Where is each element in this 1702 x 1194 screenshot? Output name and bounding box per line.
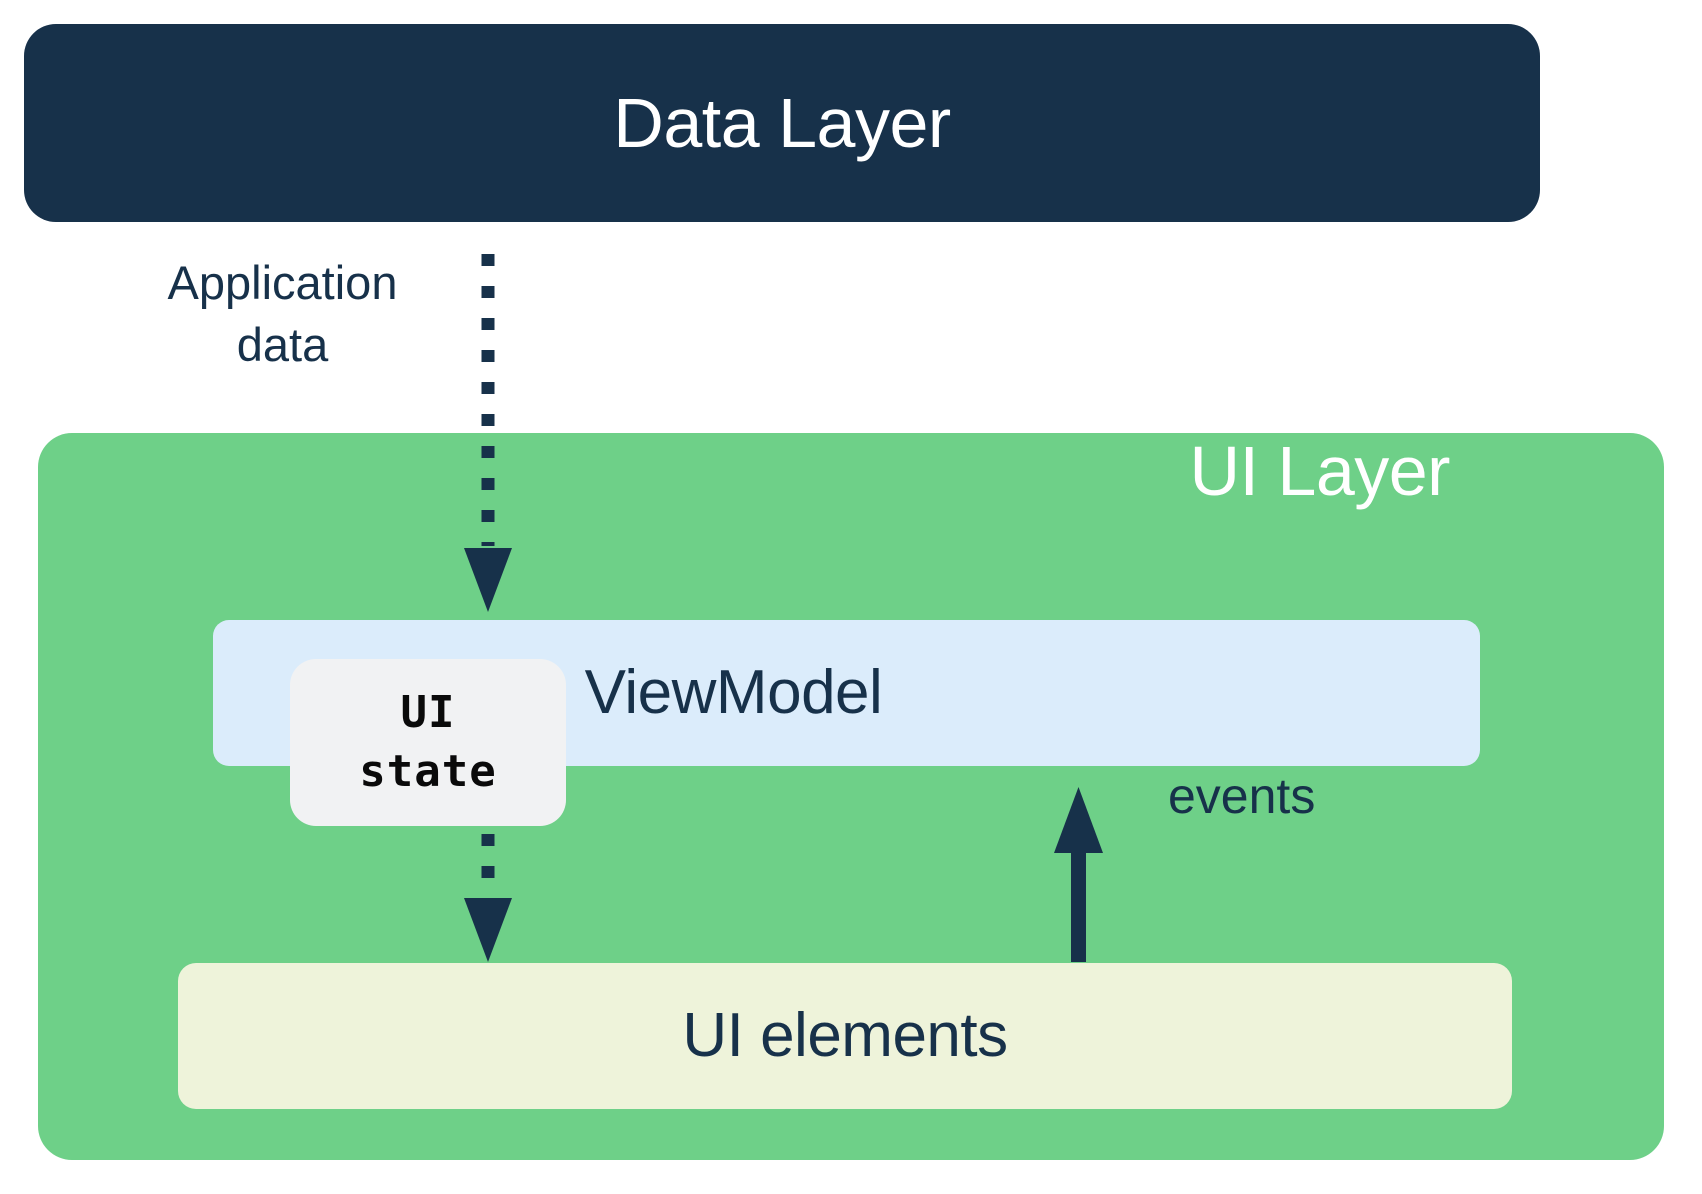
events-label: events	[1168, 768, 1316, 824]
data-layer-box: Data Layer	[24, 24, 1540, 222]
application-data-label: Application data	[110, 252, 455, 376]
ui-state-chip: UI state	[290, 659, 566, 826]
data-layer-label: Data Layer	[613, 84, 951, 162]
ui-elements-box: UI elements	[178, 963, 1512, 1109]
application-data-label-line1: Application	[167, 256, 398, 309]
application-data-label-line2: data	[236, 318, 329, 372]
ui-layer-label: UI Layer	[1189, 432, 1450, 510]
viewmodel-label: ViewModel	[584, 658, 883, 727]
ui-state-label-line2: state	[359, 745, 497, 797]
ui-state-label-line1: UI	[400, 687, 456, 739]
ui-elements-label: UI elements	[682, 1001, 1008, 1070]
